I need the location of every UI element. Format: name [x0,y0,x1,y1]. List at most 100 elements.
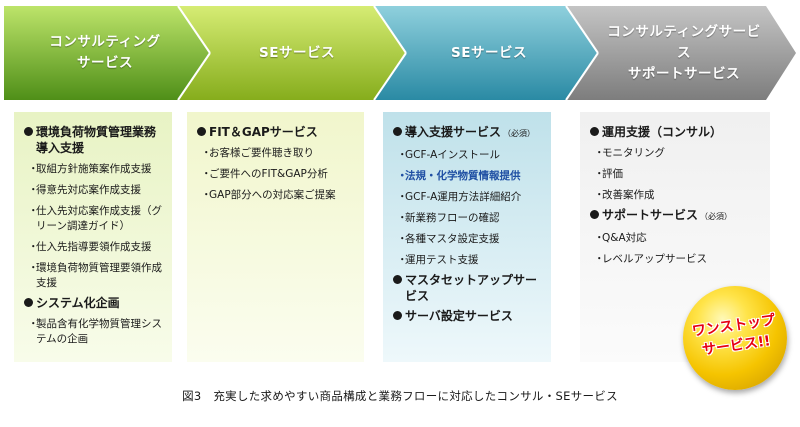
badge-text: ワンストップ サービス!! [687,310,784,362]
service-heading-text: 運用支援（コンサル） [602,125,723,139]
service-heading-text: FIT＆GAPサービス [209,125,318,139]
dot-marker-icon: ・ [201,147,212,159]
bullet-icon [590,127,599,136]
service-detail: ・GCF-Aインストール [397,148,545,163]
dot-marker-icon: ・ [397,191,408,203]
dot-marker-icon: ・ [28,262,39,274]
phase-label-4: コンサルティングサービス サポートサービス [602,24,766,82]
arrow-divider [373,5,407,54]
dot-marker-icon: ・ [397,254,408,266]
phase-label-1: コンサルティング サービス [30,24,180,82]
dot-marker-icon: ・ [594,232,605,244]
service-detail: ・取組方針施策案作成支援 [28,162,166,177]
dot-marker-icon: ・ [397,170,408,182]
phase-label-2: SEサービス [222,24,372,82]
service-heading-text: システム化企画 [36,296,120,310]
service-heading-text: サポートサービス [602,208,699,222]
phase-label-line: サービス [77,55,133,71]
phase-arrow-row: コンサルティング サービス SEサービス SEサービス コンサルティングサービス… [0,0,800,105]
bullet-icon [393,311,402,320]
phase-arrow-1 [4,6,210,100]
phase-label-line: SEサービス [259,44,335,61]
service-detail: ・GAP部分への対応案ご提案 [201,188,358,203]
dot-marker-icon: ・ [28,205,39,217]
phase-label-line: SEサービス [451,44,527,61]
service-column-consulting: 環境負荷物質管理業務導入支援・取組方針施策案作成支援・得意先対応案作成支援・仕入… [14,112,172,362]
dot-marker-icon: ・ [594,189,605,201]
service-detail-text: 製品含有化学物質管理システムの企画 [36,318,162,345]
service-detail-text: 仕入先指導要領作成支援 [36,241,152,253]
service-heading: 環境負荷物質管理業務導入支援 [24,124,166,156]
dot-marker-icon: ・ [201,168,212,180]
service-detail-text: ご要件へのFIT&GAP分析 [209,168,328,180]
bullet-icon [197,127,206,136]
service-heading: 導入支援サービス（必須） [393,124,545,142]
service-detail-text: レベルアップサービス [602,253,707,265]
service-detail-text: 取組方針施策案作成支援 [36,163,152,175]
arrow-divider [565,5,599,54]
service-detail: ・製品含有化学物質管理システムの企画 [28,317,166,347]
service-detail: ・環境負荷物質管理要領作成支援 [28,261,166,291]
service-heading-group: サポートサービス（必須） [602,207,732,225]
service-detail: ・得意先対応案作成支援 [28,183,166,198]
service-detail-text: 改善案作成 [602,189,655,201]
service-heading: サポートサービス（必須） [590,207,764,225]
one-stop-badge: ワンストップ サービス!! [683,286,787,390]
service-detail-text: 評価 [602,168,623,180]
service-detail: ・運用テスト支援 [397,253,545,268]
service-heading: FIT＆GAPサービス [197,124,358,140]
dot-marker-icon: ・ [28,184,39,196]
service-detail: ・各種マスタ設定支援 [397,232,545,247]
bullet-icon [393,127,402,136]
phase-arrow-3 [374,6,598,100]
service-heading-text: マスタセットアップサービス [405,273,538,303]
dot-marker-icon: ・ [594,253,605,265]
dot-marker-icon: ・ [397,233,408,245]
phase-label-line: サポートサービス [628,65,740,82]
service-detail: ・お客様ご要件聴き取り [201,146,358,161]
required-note: （必須） [503,129,536,138]
phase-label-line: コンサルティング [49,34,161,50]
service-heading: システム化企画 [24,295,166,311]
service-detail-text: 環境負荷物質管理要領作成支援 [36,262,162,289]
arrow-divider [565,52,599,101]
service-detail: ・新業務フローの確認 [397,211,545,226]
service-column-se-deploy: 導入支援サービス（必須）・GCF-Aインストール・法規・化学物質情報提供・GCF… [383,112,551,362]
service-detail: ・ご要件へのFIT&GAP分析 [201,167,358,182]
service-detail: ・改善案作成 [594,188,764,203]
dot-marker-icon: ・ [397,212,408,224]
service-detail-text: 仕入先対応案作成支援（グリーン調達ガイド） [36,205,162,232]
service-detail-text: 法規・化学物質情報提供 [405,170,521,182]
bullet-icon [24,298,33,307]
service-detail-text: GCF-Aインストール [405,149,501,161]
dot-marker-icon: ・ [594,147,605,159]
service-detail: ・仕入先指導要領作成支援 [28,240,166,255]
service-detail: ・レベルアップサービス [594,252,764,267]
bullet-icon [590,210,599,219]
service-detail-text: 各種マスタ設定支援 [405,233,500,245]
service-heading: マスタセットアップサービス [393,272,545,304]
service-detail: ・評価 [594,167,764,182]
service-heading-text: 導入支援サービス [405,125,502,139]
service-detail-text: GAP部分への対応案ご提案 [209,189,336,201]
phase-label-line: コンサルティングサービス [607,23,761,61]
dot-marker-icon: ・ [594,168,605,180]
arrow-divider [177,5,211,54]
phase-arrow-4 [566,6,796,100]
service-heading: 運用支援（コンサル） [590,124,764,140]
phase-arrows-graphic [4,5,796,101]
service-detail-text: モニタリング [602,147,665,159]
dot-marker-icon: ・ [397,149,408,161]
dot-marker-icon: ・ [201,189,212,201]
service-detail-text: Q&A対応 [602,232,647,244]
service-detail-text: 得意先対応案作成支援 [36,184,141,196]
dot-marker-icon: ・ [28,163,39,175]
dot-marker-icon: ・ [28,318,39,330]
phase-label-3: SEサービス [414,24,564,82]
service-detail: ・Q&A対応 [594,231,764,246]
service-detail: ・仕入先対応案作成支援（グリーン調達ガイド） [28,204,166,234]
figure-caption: 図3 充実した求めやすい商品構成と業務フローに対応したコンサル・SEサービス [182,389,618,403]
service-detail: ・モニタリング [594,146,764,161]
arrow-divider [373,52,407,101]
service-column-se-fitgap: FIT＆GAPサービス・お客様ご要件聴き取り・ご要件へのFIT&GAP分析・GA… [187,112,364,362]
